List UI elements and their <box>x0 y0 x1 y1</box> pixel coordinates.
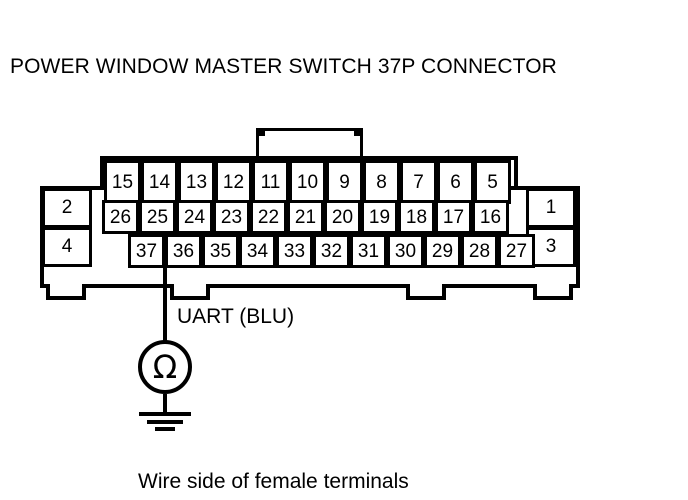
terminal-cell: 33 <box>276 234 313 268</box>
terminal-cell: 29 <box>424 234 461 268</box>
connector-diagram: 2 4 1 3 15 14 13 12 11 10 9 8 7 6 5 26 2… <box>38 128 583 303</box>
terminal-cell-left-lower: 4 <box>42 227 92 267</box>
terminal-cell: 7 <box>400 160 437 204</box>
terminal-cell: 8 <box>363 160 400 204</box>
latch-post-right-icon <box>354 128 363 136</box>
terminal-cell: 26 <box>102 200 139 234</box>
ground-symbol-icon <box>133 394 197 431</box>
ohmmeter-symbol: Ω <box>138 340 192 394</box>
terminal-cell: 5 <box>474 160 511 204</box>
terminal-cell: 9 <box>326 160 363 204</box>
page-title: POWER WINDOW MASTER SWITCH 37P CONNECTOR <box>10 55 557 78</box>
terminal-cell: 15 <box>104 160 141 204</box>
terminal-cell: 31 <box>350 234 387 268</box>
ohm-icon: Ω <box>138 340 192 394</box>
terminal-cell: 13 <box>178 160 215 204</box>
terminal-cell: 12 <box>215 160 252 204</box>
terminal-cell: 27 <box>498 234 535 268</box>
mounting-tab <box>46 284 86 300</box>
terminal-cell: 6 <box>437 160 474 204</box>
terminal-cell: 37 <box>128 234 165 268</box>
terminal-cell: 30 <box>387 234 424 268</box>
terminal-cell: 16 <box>472 200 509 234</box>
terminal-cell-left-upper: 2 <box>42 188 92 228</box>
mounting-tab <box>170 284 210 300</box>
latch-post-left-icon <box>256 128 265 136</box>
terminal-cell: 20 <box>324 200 361 234</box>
terminal-cell: 22 <box>250 200 287 234</box>
ground-stem <box>163 394 167 412</box>
terminal-cell: 34 <box>239 234 276 268</box>
figure-caption: Wire side of female terminals <box>138 470 409 493</box>
ground-bar <box>147 420 183 424</box>
wire-label: UART (BLU) <box>177 305 295 328</box>
terminal-cell: 36 <box>165 234 202 268</box>
terminal-cell-right-upper: 1 <box>526 188 576 228</box>
terminal-cell: 23 <box>213 200 250 234</box>
terminal-cell: 28 <box>461 234 498 268</box>
test-lead-wire <box>163 268 167 346</box>
terminal-cell: 25 <box>139 200 176 234</box>
mounting-tab <box>406 284 446 300</box>
ground-bar <box>139 412 191 416</box>
terminal-cell: 11 <box>252 160 289 204</box>
terminal-cell: 19 <box>361 200 398 234</box>
terminal-cell: 18 <box>398 200 435 234</box>
connector-latch-bracket <box>256 128 363 158</box>
terminal-cell: 32 <box>313 234 350 268</box>
ground-bar <box>155 427 175 431</box>
terminal-cell: 14 <box>141 160 178 204</box>
terminal-cell: 35 <box>202 234 239 268</box>
terminal-cell: 17 <box>435 200 472 234</box>
terminal-cell: 10 <box>289 160 326 204</box>
terminal-cell: 21 <box>287 200 324 234</box>
mounting-tab <box>533 284 573 300</box>
terminal-cell: 24 <box>176 200 213 234</box>
